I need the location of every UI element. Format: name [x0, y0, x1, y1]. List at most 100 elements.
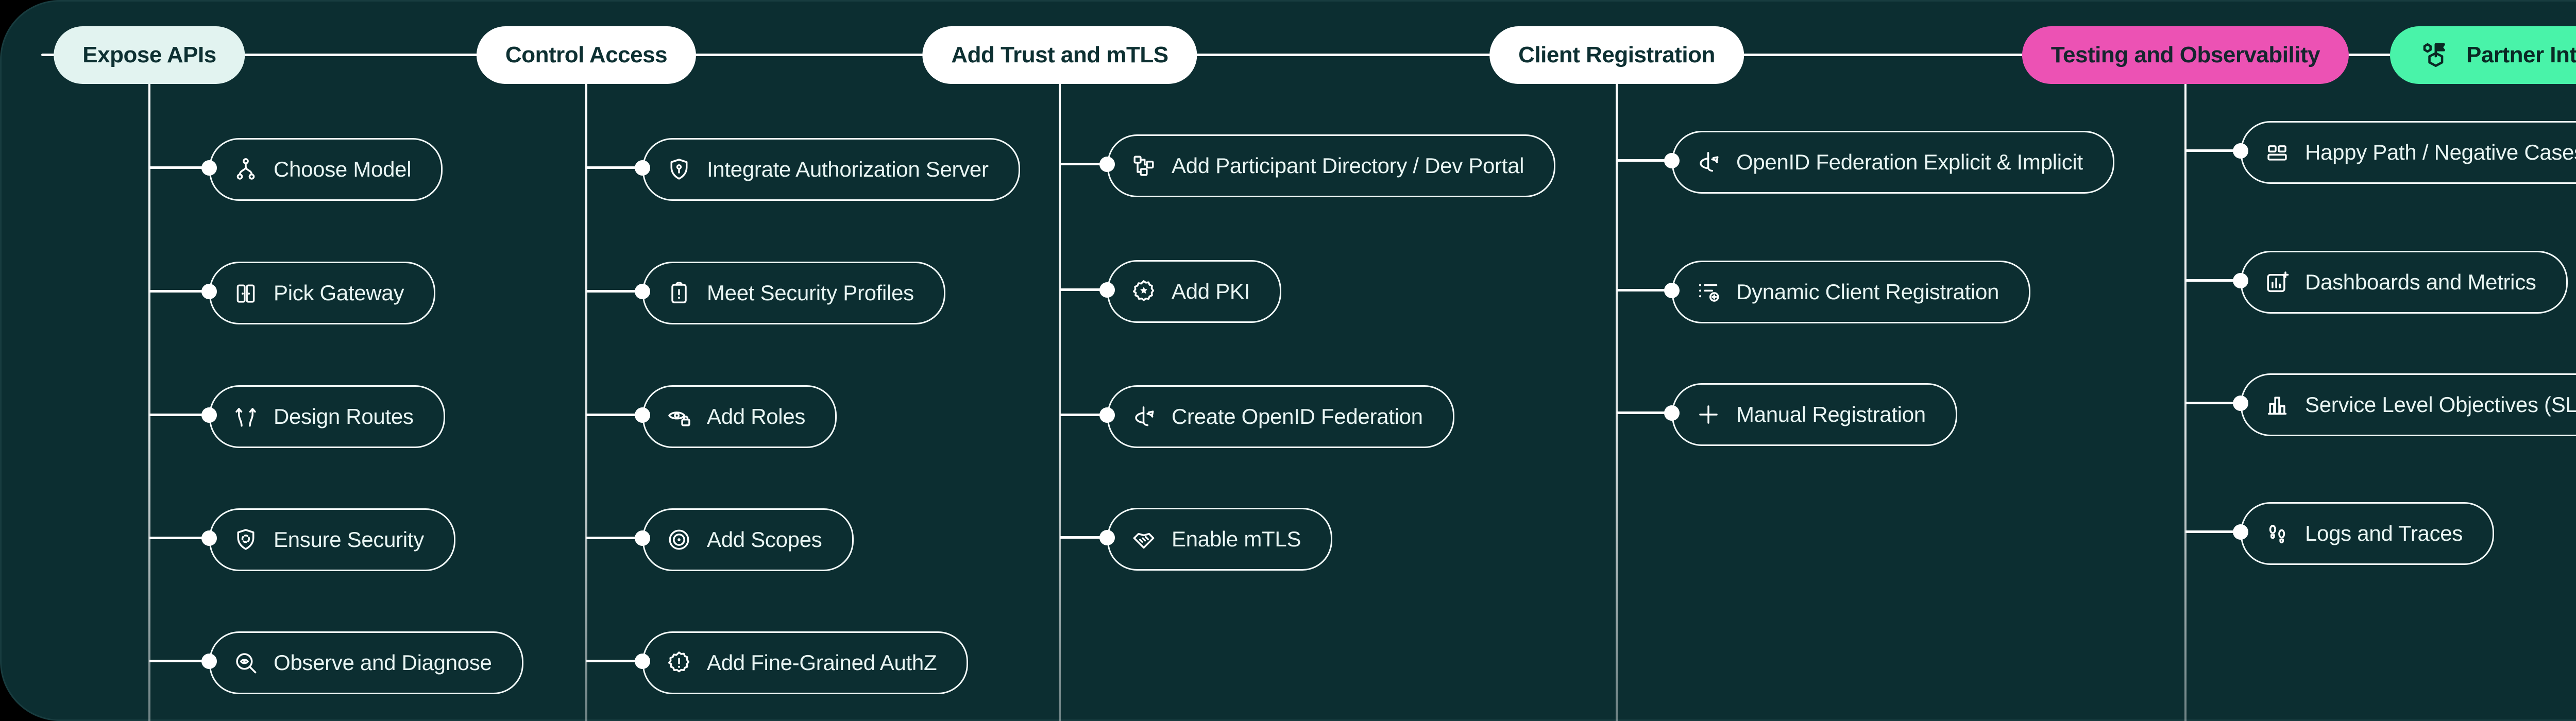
milestone-pill-add-trust-and-mtls[interactable]: Add Trust and mTLS [922, 26, 1197, 84]
branch-line [2185, 402, 2241, 404]
node-label: Enable mTLS [1172, 527, 1301, 551]
branch-dot [1099, 530, 1115, 545]
branch-line [586, 660, 642, 662]
trunk-line [585, 82, 587, 721]
node-label: Add Participant Directory / Dev Portal [1172, 153, 1524, 178]
chart-plus-icon [2264, 269, 2291, 296]
roadmap-node-integrate-authorization-server[interactable]: Integrate Authorization Server [642, 138, 1020, 201]
roadmap-node-dynamic-client-registration[interactable]: Dynamic Client Registration [1672, 261, 2031, 323]
branch-dot [635, 284, 650, 299]
roadmap-node-add-roles[interactable]: Add Roles [642, 385, 837, 448]
shield-keyhole-icon [666, 156, 692, 183]
roadmap-node-manual-registration[interactable]: Manual Registration [1672, 383, 1957, 446]
split-arrows-icon [232, 403, 259, 430]
roadmap-node-add-participant-directory-dev-portal[interactable]: Add Participant Directory / Dev Portal [1107, 134, 1556, 197]
roadmap-node-observe-and-diagnose[interactable]: Observe and Diagnose [209, 631, 523, 694]
branch-dot [2233, 273, 2248, 288]
branch-dot [201, 407, 217, 423]
trunk-line [148, 82, 150, 721]
seal-star-icon [1130, 278, 1157, 305]
branch-line [586, 290, 642, 293]
list-plus-icon [1695, 279, 1722, 305]
milestone-label: Testing and Observability [2050, 42, 2320, 67]
roadmap-node-add-pki[interactable]: Add PKI [1107, 260, 1281, 323]
seal-alert-icon [666, 649, 692, 676]
milestone-label: Add Trust and mTLS [951, 42, 1168, 67]
roadmap-node-choose-model[interactable]: Choose Model [209, 138, 443, 201]
milestone-label: Partner Integrated [2466, 42, 2576, 67]
node-label: Logs and Traces [2305, 521, 2463, 545]
node-label: Manual Registration [1736, 402, 1926, 426]
trunk-line [1059, 82, 1061, 721]
node-label: Integrate Authorization Server [707, 157, 989, 181]
branch-line [149, 537, 209, 539]
bar-chart-icon [2264, 391, 2291, 418]
plus-icon [1695, 401, 1722, 428]
node-label: Ensure Security [274, 527, 424, 552]
branch-dot [1664, 153, 1680, 168]
branch-dot [635, 407, 650, 423]
roadmap-node-create-openid-federation[interactable]: Create OpenID Federation [1107, 385, 1454, 448]
gateway-door-icon [232, 280, 259, 306]
branch-dot [635, 160, 650, 176]
milestone-pill-control-access[interactable]: Control Access [476, 26, 697, 84]
roadmap-node-meet-security-profiles[interactable]: Meet Security Profiles [642, 262, 945, 324]
timeline-line [41, 54, 2538, 56]
milestone-pill-expose-apis[interactable]: Expose APIs [54, 26, 245, 84]
roadmap-node-service-level-objectives-slos[interactable]: Service Level Objectives (SLOs) [2241, 373, 2576, 436]
milestone-pill-partner-integrated[interactable]: Partner Integrated [2390, 26, 2576, 84]
branch-dot [1099, 157, 1115, 172]
branch-dot [2233, 143, 2248, 159]
shield-dashed-icon [232, 526, 259, 553]
flow-branch-icon [232, 156, 259, 183]
branch-dot [1099, 282, 1115, 298]
roadmap-node-openid-federation-explicit-implicit[interactable]: OpenID Federation Explicit & Implicit [1672, 131, 2114, 194]
branch-dot [1664, 283, 1680, 298]
node-label: OpenID Federation Explicit & Implicit [1736, 150, 2083, 174]
roadmap-node-happy-path-negative-cases[interactable]: Happy Path / Negative Cases [2241, 121, 2576, 184]
node-label: Add Roles [707, 404, 806, 428]
branch-line [586, 166, 642, 169]
node-label: Add PKI [1172, 279, 1250, 303]
node-label: Happy Path / Negative Cases [2305, 140, 2576, 164]
branch-line [149, 414, 209, 416]
trunk-line [1616, 82, 1618, 721]
footprints-icon [2264, 520, 2291, 547]
milestone-pill-client-registration[interactable]: Client Registration [1489, 26, 1744, 84]
branch-line [149, 290, 209, 293]
branch-line [2185, 279, 2241, 282]
milestone-pill-testing-and-observability[interactable]: Testing and Observability [2022, 26, 2349, 84]
branch-dot [635, 654, 650, 669]
node-label: Service Level Objectives (SLOs) [2305, 392, 2576, 417]
milestone-flag-icon [2419, 39, 2452, 72]
milestone-label: Expose APIs [82, 42, 216, 67]
branch-line [586, 537, 642, 539]
roadmap-node-logs-and-traces[interactable]: Logs and Traces [2241, 502, 2495, 565]
branch-dot [201, 530, 217, 546]
roadmap-node-pick-gateway[interactable]: Pick Gateway [209, 262, 436, 324]
roadmap-node-dashboards-and-metrics[interactable]: Dashboards and Metrics [2241, 251, 2568, 314]
milestone-label: Client Registration [1518, 42, 1715, 67]
node-label: Add Scopes [707, 527, 822, 552]
target-icon [666, 526, 692, 553]
branch-line [1617, 289, 1672, 291]
branch-line [149, 660, 209, 662]
branch-dot [201, 160, 217, 176]
roadmap-node-enable-mtls[interactable]: Enable mTLS [1107, 508, 1333, 571]
roadmap-node-ensure-security[interactable]: Ensure Security [209, 508, 455, 571]
roadmap-node-add-fine-grained-authz[interactable]: Add Fine-Grained AuthZ [642, 631, 969, 694]
roadmap-node-add-scopes[interactable]: Add Scopes [642, 508, 854, 571]
roadmap-node-design-routes[interactable]: Design Routes [209, 385, 445, 448]
magnifier-eye-icon [232, 649, 259, 676]
branch-dot [2233, 524, 2248, 540]
branch-line [149, 166, 209, 169]
branch-line [2185, 149, 2241, 152]
clipboard-alert-icon [666, 280, 692, 306]
branch-dot [1664, 405, 1680, 421]
branch-line [1060, 288, 1107, 291]
node-label: Create OpenID Federation [1172, 404, 1423, 428]
branch-dot [1099, 407, 1115, 423]
branch-dot [201, 284, 217, 299]
